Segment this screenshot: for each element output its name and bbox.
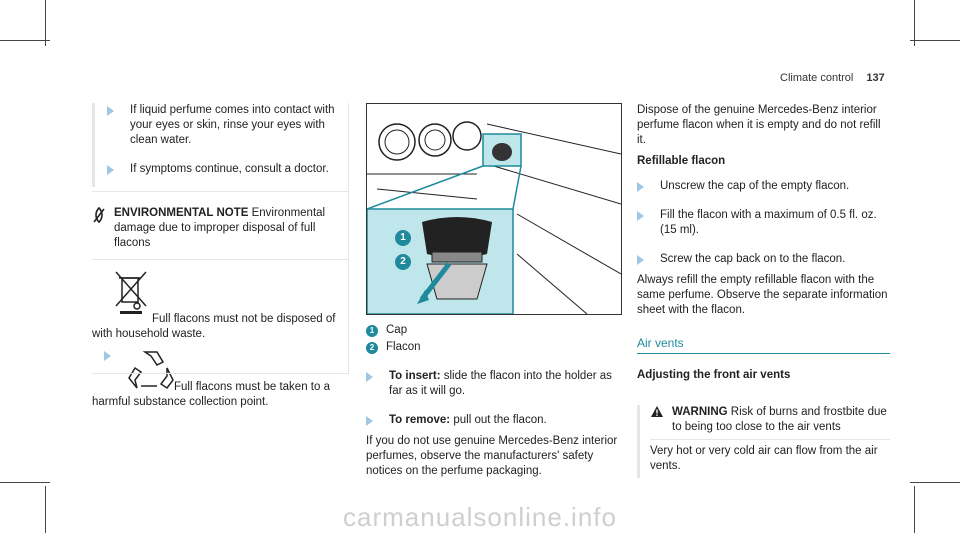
page-number: 137 <box>866 72 885 84</box>
warning-title: WARNING <box>672 406 728 418</box>
column-1: If liquid perfume comes into contact wit… <box>92 103 348 410</box>
arrow-icon <box>637 255 644 265</box>
watermark: carmanualsonline.info <box>343 502 617 532</box>
arrow-icon <box>637 182 644 192</box>
environmental-note: ENVIRONMENTAL NOTE Environmental damage … <box>92 206 348 251</box>
arrow-icon <box>637 211 644 221</box>
no-household-waste-block: Full flacons must not be disposed of wit… <box>92 270 348 340</box>
list-item: To remove: pull out the flacon. <box>366 413 622 428</box>
section-rule <box>637 353 890 354</box>
recycle-text: Full flacons must be taken to a harmful … <box>92 381 330 408</box>
recycle-icon <box>127 348 187 390</box>
paragraph: Dispose of the genuine Mercedes-Benz int… <box>637 104 881 146</box>
page-header: Climate control 137 <box>780 71 885 86</box>
list-item: Unscrew the cap of the empty flacon. <box>637 179 890 194</box>
list-item: Fill the flacon with a maximum of 0.5 fl… <box>637 208 890 238</box>
arrow-icon <box>366 372 373 382</box>
warning-text: Very hot or very cold air can flow from … <box>650 445 878 472</box>
crossed-bin-icon <box>114 270 148 319</box>
subheading: Adjusting the front air vents <box>637 369 791 381</box>
column-3: Dispose of the genuine Mercedes-Benz int… <box>637 103 890 478</box>
list-item: To insert: slide the flacon into the hol… <box>366 369 622 399</box>
refill-heading: Refillable flacon <box>637 155 726 167</box>
section-heading: Air vents <box>637 336 684 350</box>
arrow-icon <box>107 106 114 116</box>
paragraph: If you do not use genuine Mercedes-Benz … <box>366 435 618 477</box>
note-title: ENVIRONMENTAL NOTE <box>114 207 249 219</box>
list-item: If symptoms continue, consult a doctor. <box>107 162 348 177</box>
note-text: Environmental damage due to improper dis… <box>114 207 326 249</box>
paragraph: Always refill the empty refillable flaco… <box>637 274 888 316</box>
no-waste-text: Full flacons must not be disposed of wit… <box>92 313 336 340</box>
warning-icon <box>650 405 672 435</box>
section-title: Climate control <box>780 72 854 84</box>
warning-box: WARNING Risk of burns and frostbite due … <box>637 405 890 478</box>
arrow-icon <box>107 165 114 175</box>
list-item: Screw the cap back on to the flacon. <box>637 252 890 267</box>
arrow-icon <box>104 351 111 361</box>
environment-icon <box>92 206 110 251</box>
arrow-icon <box>366 416 373 426</box>
list-item: If liquid perfume comes into contact wit… <box>107 103 348 148</box>
callout-2: 2 <box>395 254 411 270</box>
callout-1: 1 <box>395 230 411 246</box>
perfume-holder-illustration: 1 2 <box>366 103 622 315</box>
